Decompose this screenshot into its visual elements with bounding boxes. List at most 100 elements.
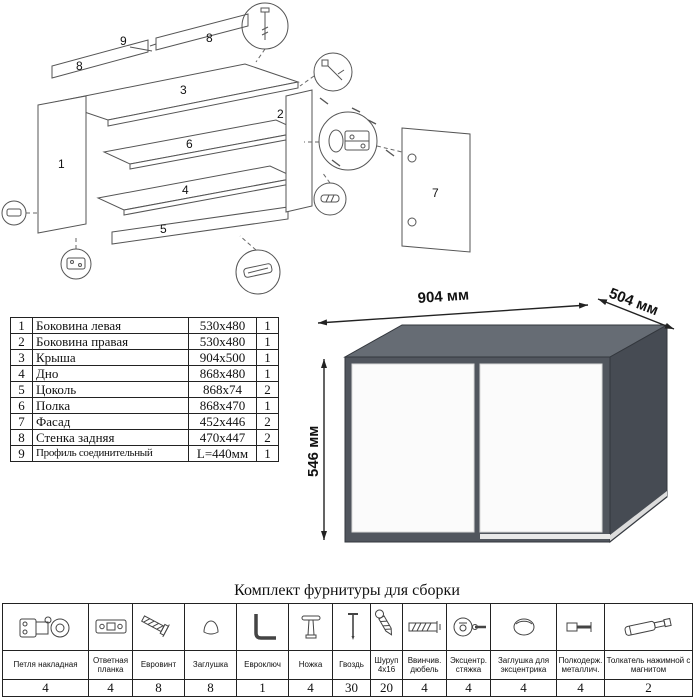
part-label-3: 3 [180,83,187,97]
part-size: L=440мм [188,445,257,462]
cam-cover-cap-icon [490,603,557,651]
threaded-dowel-icon [402,603,447,651]
top-panel-edge [107,81,299,127]
part-name: Цоколь [32,381,189,398]
parts-table: 1 Боковина левая 530x480 1 2 Боковина пр… [10,317,279,462]
table-row: 5 Цоколь 868x74 2 [10,381,279,398]
floating-screws [319,97,395,167]
part-size: 868x74 [188,381,257,398]
part-size: 470x447 [188,429,257,446]
part-num: 8 [10,429,33,446]
hardware-name: Толкатель нажимной с магнитом [604,650,693,680]
hardware-name: Ответная планка [88,650,133,680]
hardware-name: Евровинт [132,650,185,680]
part-size: 868x480 [188,365,257,382]
label-9-leader [129,46,153,52]
hardware-qty: 8 [132,679,185,697]
cabinet-render: 904 мм 504 мм 546 мм [305,285,675,544]
hardware-qty: 1 [236,679,289,697]
part-size: 904x500 [188,349,257,366]
part-name: Боковина правая [32,333,189,350]
part-size: 452x446 [188,413,257,430]
hardware-qty: 4 [490,679,557,697]
hardware-name: Петля накладная [2,650,89,680]
part-qty: 1 [256,333,279,350]
part-name: Крыша [32,349,189,366]
callout-hinge [318,111,378,171]
cabinet-side-plinth-strip [610,491,667,541]
hardware-qty: 20 [370,679,403,697]
part-label-8b: 8 [206,31,213,45]
hardware-qty: 30 [332,679,371,697]
part-num: 3 [10,349,33,366]
hardware-kit-title: Комплект фурнитуры для сборки [234,582,460,599]
depth-dimension-line [597,298,675,330]
hardware-name: Ввинчив. дюбель [402,650,447,680]
part-num: 1 [10,317,33,334]
connecting-profile [149,43,157,47]
part-label-6: 6 [186,137,193,151]
plinth-panel [111,206,289,245]
part-label-9: 9 [120,34,127,48]
hardware-table: Петля накладная Ответная планка Евровинт… [2,603,693,697]
part-num: 2 [10,333,33,350]
part-qty: 1 [256,317,279,334]
part-label-8a: 8 [76,59,83,73]
hardware-qty: 4 [88,679,133,697]
eccentric-cam-icon [446,603,491,651]
part-label-4: 4 [182,183,189,197]
hardware-qty: 4 [2,679,89,697]
part-name: Стенка задняя [32,429,189,446]
left-side-panel [37,95,87,234]
part-size: 530x480 [188,333,257,350]
hardware-name: Гвоздь [332,650,371,680]
hardware-qty: 4 [556,679,605,697]
hardware-name: Заглушка [184,650,237,680]
part-num: 7 [10,413,33,430]
hinge-cup-hole [407,217,417,227]
table-row: 2 Боковина правая 530x480 1 [10,333,279,350]
width-dimension-line [317,302,589,326]
cabinet-left-door [351,363,475,533]
hardware-name: Эксцентр. стяжка [446,650,491,680]
hardware-name: Полкодерж. металлич. [556,650,605,680]
part-number-labels: 1 2 3 4 5 6 7 8 8 9 [58,31,439,236]
euroscrew-icon [132,603,185,651]
part-qty: 2 [256,413,279,430]
hardware-icons-row [2,603,693,651]
part-label-1: 1 [58,157,65,171]
cabinet-body [343,324,669,544]
hardware-names-row: Петля накладная Ответная планка Евровинт… [2,650,693,680]
cabinet-panels [37,13,471,253]
callout-screw-parts [313,52,353,92]
callout-top-screw [241,2,289,50]
hardware-qty: 4 [288,679,333,697]
callout-corner-left [1,200,27,226]
callout-profile [235,249,281,295]
table-row: 4 Дно 868x480 1 [10,365,279,382]
part-qty: 1 [256,397,279,414]
table-row: 8 Стенка задняя 470x447 2 [10,429,279,446]
hardware-name: Евроключ [236,650,289,680]
part-num: 4 [10,365,33,382]
furniture-leg-icon [288,603,333,651]
strike-plate-icon [88,603,133,651]
callout-bracket [60,248,92,280]
part-label-5: 5 [160,222,167,236]
hinge-icon [2,603,89,651]
hardware-qty: 4 [446,679,491,697]
part-name: Боковина левая [32,317,189,334]
hardware-callouts [1,2,378,295]
part-label-7: 7 [432,186,439,200]
shelf-support-icon [556,603,605,651]
nail-icon [332,603,371,651]
hardware-name: Заглушка для эксцентрика [490,650,557,680]
part-size: 868x470 [188,397,257,414]
table-row: 1 Боковина левая 530x480 1 [10,317,279,334]
part-qty: 1 [256,365,279,382]
hardware-name: Шуруп 4x16 [370,650,403,680]
part-qty: 2 [256,381,279,398]
part-qty: 2 [256,429,279,446]
cabinet-right-door [479,363,603,533]
